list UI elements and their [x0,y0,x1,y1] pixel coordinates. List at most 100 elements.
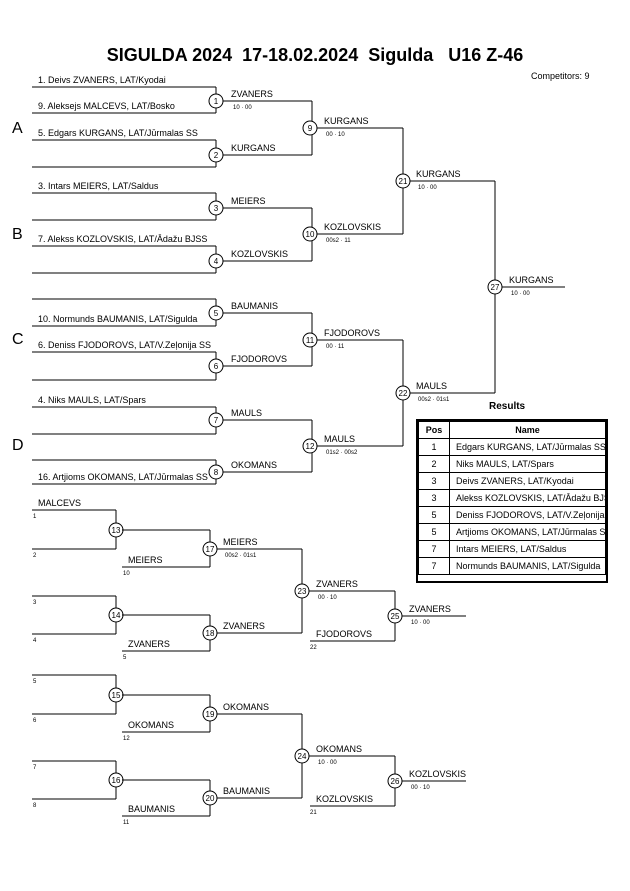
repechage-sub: 5 [33,679,37,685]
match-score: 00s2 · 11 [326,238,351,244]
match-number: 3 [214,204,219,213]
feed-name: FJODOROVS [316,629,372,639]
repechage-sub: 11 [123,820,130,826]
match-circle [302,332,318,348]
match-circle [208,93,224,109]
match-score: 00 · 10 [326,132,345,138]
result-position: 7 [418,540,450,558]
match-number: 13 [112,526,121,535]
match-number: 6 [214,362,219,371]
pool-label: B [12,226,23,243]
results-title: Results [489,401,526,412]
match-number: 8 [214,468,219,477]
match-circle [208,358,224,374]
winner-name: ZVANERS [223,621,265,631]
match-circle [202,706,218,722]
match-circle [302,226,318,242]
match-score: 10 · 00 [511,291,530,297]
repechage-name: BAUMANIS [128,804,175,814]
match-circle [208,305,224,321]
feed-sub: 22 [310,645,317,651]
match-number: 25 [391,612,400,621]
feed-sub: 21 [310,810,317,816]
match-number: 2 [214,151,219,160]
pool-label: C [12,331,24,348]
winner-name: BAUMANIS [223,786,270,796]
match-number: 10 [306,230,315,239]
match-score: 10 · 00 [418,185,437,191]
match-score: 00 · 11 [326,344,345,350]
repechage-sub: 5 [123,655,127,661]
match-number: 1 [214,97,219,106]
match-circle [202,790,218,806]
match-circle [387,608,403,624]
repechage-name: ZVANERS [128,639,170,649]
result-position: 3 [418,472,450,490]
match-score: 00 · 10 [318,595,337,601]
results-header-name: Name [449,421,606,439]
repechage-sub: 8 [33,803,37,809]
repechage-name: MALCEVS [38,498,81,508]
winner-name: KURGANS [231,143,276,153]
repechage-sub: 12 [123,736,130,742]
match-number: 4 [214,257,219,266]
repechage-sub: 6 [33,718,37,724]
match-circle [302,120,318,136]
seed-name: 3. Intars MEIERS, LAT/Saldus [38,181,159,191]
match-number: 19 [206,710,215,719]
match-circle [202,625,218,641]
result-name: Deniss FJODOROVS, LAT/V.Zeļonija SS [449,506,606,524]
repechage-name: MEIERS [128,555,163,565]
match-circle [395,385,411,401]
seed-name: 6. Deniss FJODOROVS, LAT/V.Zeļonija SS [38,340,211,350]
pool-label: D [12,437,24,454]
match-number: 27 [491,283,500,292]
seed-name: 1. Deivs ZVANERS, LAT/Kyodai [38,75,166,85]
winner-name: BAUMANIS [231,301,278,311]
winner-name: MEIERS [223,537,258,547]
winner-name: OKOMANS [316,744,362,754]
winner-name: MAULS [324,434,355,444]
result-name: Normunds BAUMANIS, LAT/Sigulda [449,557,606,575]
match-number: 21 [399,177,408,186]
winner-name: ZVANERS [409,604,451,614]
winner-name: OKOMANS [231,460,277,470]
match-circle [208,464,224,480]
match-number: 7 [214,416,219,425]
winner-name: KURGANS [416,169,461,179]
result-position: 7 [418,557,450,575]
repechage-sub: 10 [123,571,130,577]
match-number: 22 [399,389,408,398]
page-title: SIGULDA 2024 17-18.02.2024 Sigulda U16 Z… [106,45,524,65]
result-name: Intars MEIERS, LAT/Saldus [449,540,606,558]
match-score: 00 · 10 [411,785,430,791]
competitors-count: Competitors: 9 [531,71,590,81]
result-position: 1 [418,438,450,456]
seed-name: 9. Aleksejs MALCEVS, LAT/Bosko [38,101,175,111]
match-circle [208,200,224,216]
result-name: Deivs ZVANERS, LAT/Kyodai [449,472,606,490]
match-circle [202,541,218,557]
seed-name: 10. Normunds BAUMANIS, LAT/Sigulda [38,314,197,324]
match-number: 15 [112,691,121,700]
match-number: 20 [206,794,215,803]
match-circle [395,173,411,189]
match-number: 16 [112,776,121,785]
match-circle [294,748,310,764]
repechage-sub: 1 [33,514,37,520]
winner-name: KURGANS [509,275,554,285]
winner-name: ZVANERS [316,579,358,589]
result-position: 3 [418,489,450,507]
feed-name: KOZLOVSKIS [316,794,373,804]
winner-name: MAULS [416,381,447,391]
seed-name: 5. Edgars KURGANS, LAT/Jūrmalas SS [38,128,198,138]
repechage-sub: 7 [33,765,37,771]
match-circle [208,253,224,269]
